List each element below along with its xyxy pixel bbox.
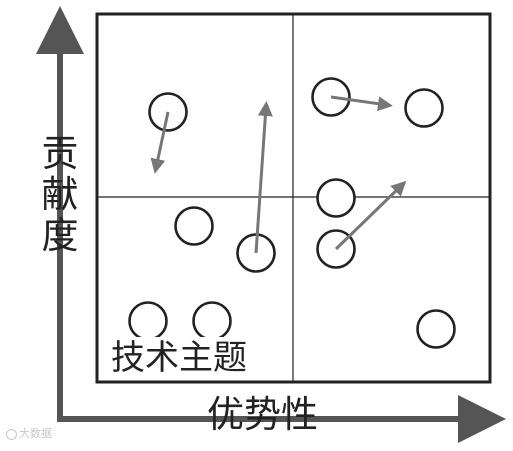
- watermark-text: 大数据: [19, 427, 52, 440]
- watermark-logo-icon: [6, 428, 17, 440]
- y-axis-label-text: 贡 献 度: [41, 132, 79, 257]
- watermark: 大数据: [6, 425, 52, 441]
- topic-circle: [316, 178, 356, 218]
- x-axis-label: 优势性: [207, 393, 318, 436]
- trend-arrow: [334, 180, 407, 251]
- topic-circle: [416, 309, 456, 349]
- trend-arrow: [330, 95, 393, 112]
- topic-circle: [128, 301, 168, 341]
- topic-circle: [174, 206, 214, 246]
- trend-arrow: [150, 111, 170, 174]
- y-axis-label: 贡 献 度: [40, 133, 80, 256]
- trend-arrow: [254, 101, 273, 254]
- topic-circle: [192, 301, 232, 341]
- topic-label: 技术主题: [109, 337, 249, 379]
- topic-circle: [404, 88, 444, 128]
